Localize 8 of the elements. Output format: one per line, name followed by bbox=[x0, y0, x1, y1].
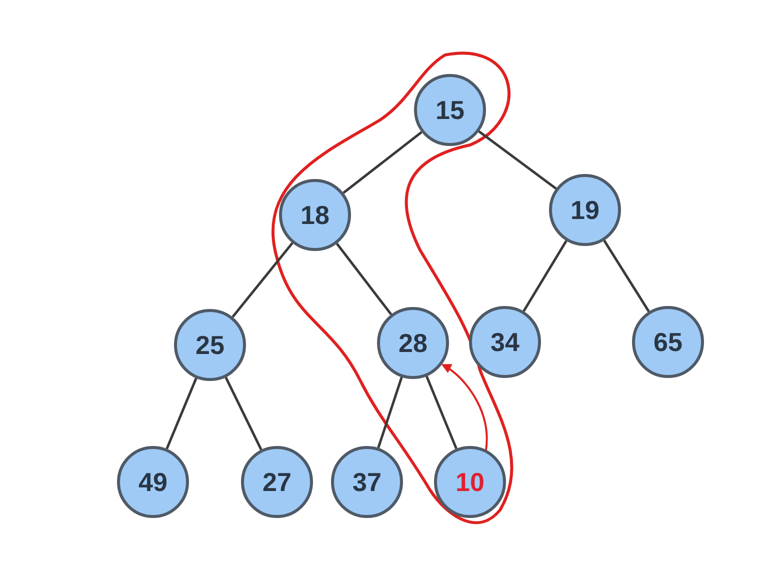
tree-edge bbox=[377, 376, 403, 448]
tree-edge bbox=[603, 240, 650, 312]
tree-edge bbox=[336, 242, 392, 316]
tree-edge bbox=[478, 130, 557, 190]
tree-edge bbox=[522, 240, 568, 312]
tree-edge bbox=[232, 242, 294, 318]
tree-edge bbox=[342, 131, 422, 194]
tree-edge bbox=[224, 376, 262, 450]
